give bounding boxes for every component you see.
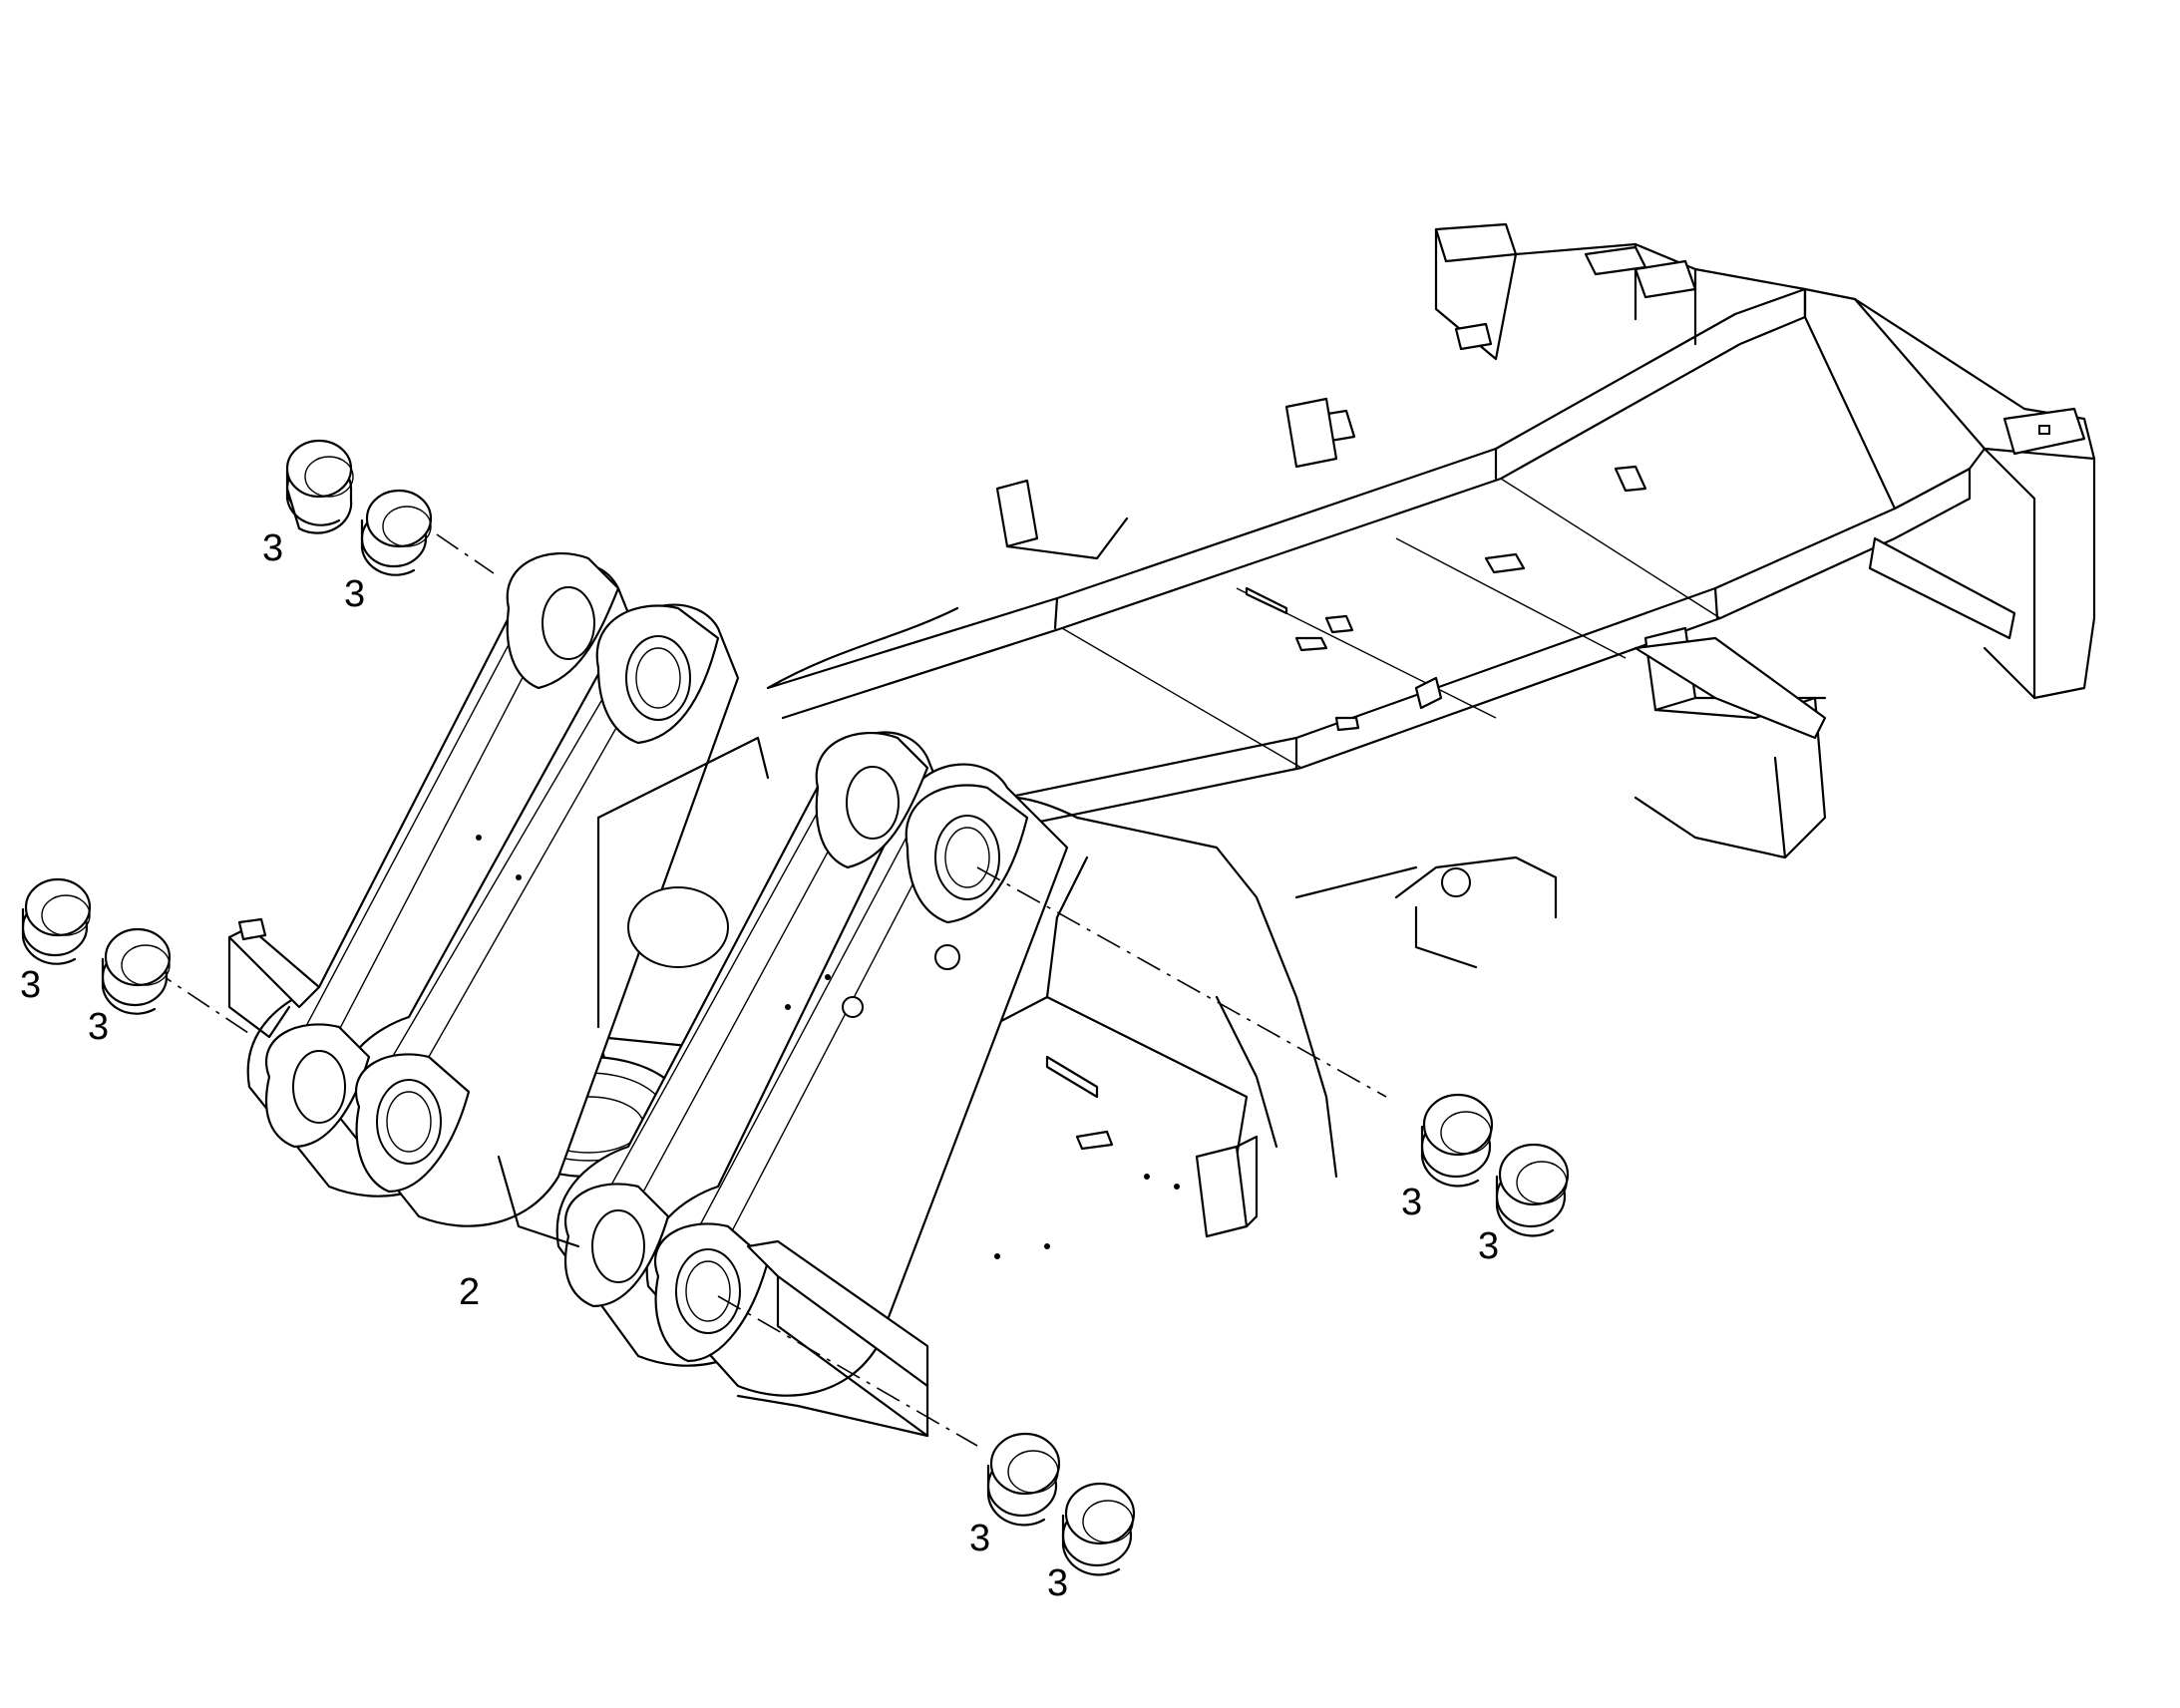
bushing — [1495, 1143, 1570, 1237]
callout-2: 2 — [459, 1271, 480, 1313]
callout-3: 3 — [344, 573, 365, 615]
callout-3: 3 — [20, 964, 41, 1006]
bushing — [360, 489, 433, 576]
front-frame — [227, 552, 1259, 1438]
bushing-group-top-left — [285, 439, 433, 576]
bushing — [986, 1432, 1061, 1527]
callout-3: 3 — [88, 1006, 109, 1048]
callout-3: 3 — [1401, 1182, 1422, 1223]
callout-3: 3 — [969, 1518, 990, 1559]
bushing — [101, 927, 172, 1015]
bushing-group-right — [1420, 1093, 1570, 1237]
callouts: 2 3 3 3 3 3 3 3 3 — [20, 527, 1499, 1604]
callout-3: 3 — [1478, 1225, 1499, 1267]
callout-3: 3 — [262, 527, 283, 569]
bushing — [1061, 1482, 1136, 1576]
bushing — [285, 439, 354, 534]
bushing-group-bottom — [986, 1432, 1136, 1576]
bushing — [21, 877, 92, 965]
rear-frame — [766, 222, 2096, 1179]
bushing — [1420, 1093, 1494, 1188]
bushing-group-left — [21, 877, 172, 1015]
callout-3: 3 — [1047, 1562, 1068, 1604]
